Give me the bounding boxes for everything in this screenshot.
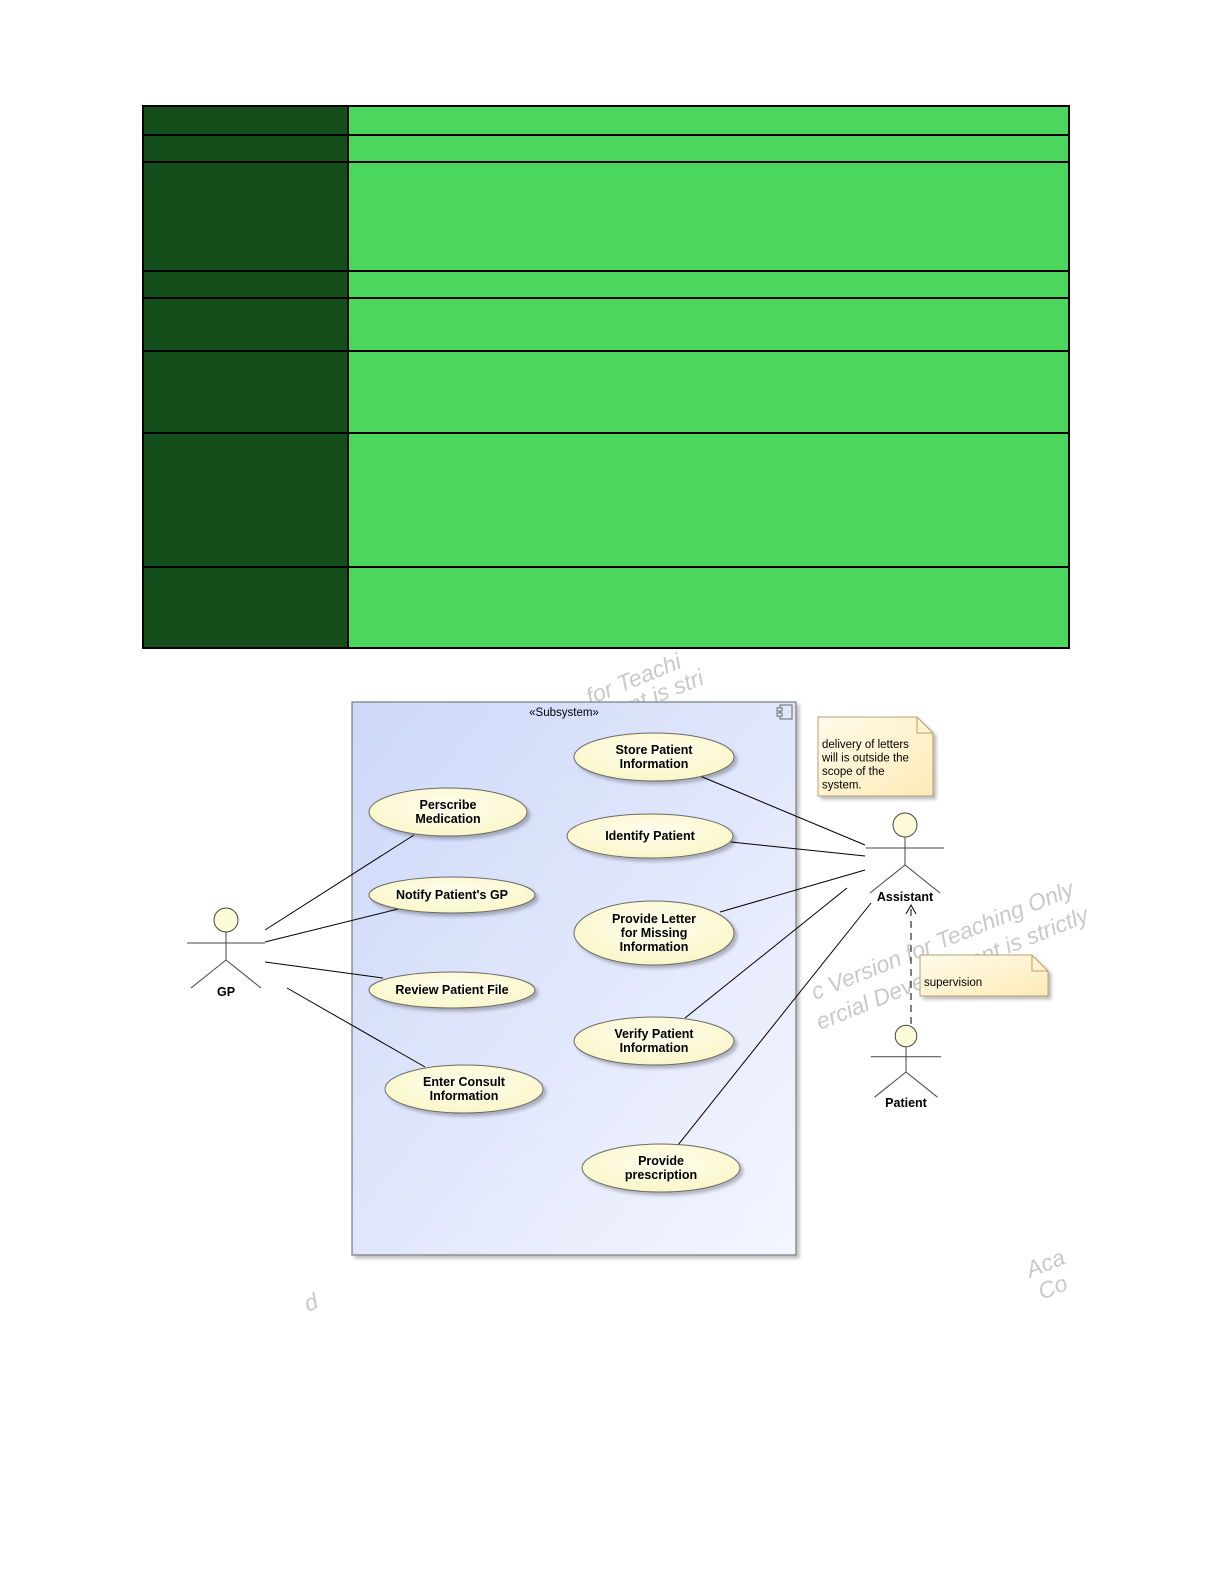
actor-name: Patient — [885, 1096, 928, 1110]
use-case-ellipse[interactable] — [573, 1016, 735, 1066]
table-value-cell — [347, 350, 1070, 434]
table-label-cell — [142, 350, 349, 434]
use-case-label: Verify Patient — [614, 1027, 694, 1041]
actor-name: Assistant — [877, 890, 934, 904]
table-value-cell — [347, 161, 1070, 272]
table-label-cell — [142, 105, 349, 136]
table-row — [142, 566, 1070, 649]
svg-text:d: d — [300, 1287, 323, 1316]
use-case-label: Review Patient File — [395, 983, 508, 997]
assoc-gp-perscribe — [264, 834, 415, 931]
table-value-cell — [347, 297, 1070, 352]
table-label-cell — [142, 270, 349, 299]
table-row — [142, 297, 1070, 352]
use-case-label: Information — [430, 1089, 499, 1103]
use-case-ellipse[interactable] — [368, 787, 528, 837]
use-case-label: Information — [620, 940, 689, 954]
note-line: system. — [822, 780, 862, 792]
assoc-gp-review — [264, 961, 384, 979]
table-row — [142, 161, 1070, 272]
assoc-gp-notify — [264, 908, 399, 943]
use-case-diagram: for Teachi ent is stri c Version for Tea… — [187, 650, 1093, 1317]
table-label-cell — [142, 432, 349, 568]
table-value-cell — [347, 432, 1070, 568]
use-case-ellipse[interactable] — [566, 813, 734, 859]
table-row — [142, 432, 1070, 568]
table-label-cell — [142, 161, 349, 272]
table-label-cell — [142, 297, 349, 352]
use-case-ellipse[interactable] — [581, 1143, 741, 1193]
use-case-label: Medication — [415, 812, 480, 826]
use-case-label: Perscribe — [420, 798, 477, 812]
component-icon — [776, 704, 793, 720]
note-line: supervision — [924, 977, 982, 989]
table-row — [142, 350, 1070, 434]
table-value-cell — [347, 134, 1070, 163]
use-case-identify[interactable]: Identify Patient — [566, 813, 734, 859]
actor-limb — [225, 959, 262, 989]
note-line: will is outside the — [821, 753, 909, 765]
use-case-label: Provide — [638, 1154, 684, 1168]
use-case-ellipse[interactable] — [368, 876, 536, 914]
assoc-assistant-verify — [684, 887, 848, 1019]
assoc-assistant-identify — [730, 841, 866, 857]
note-line: delivery of letters — [822, 739, 909, 751]
supervision-dependency — [905, 903, 917, 1024]
use-case-ellipse[interactable] — [573, 900, 735, 966]
use-case-label: Enter Consult — [423, 1075, 506, 1089]
actor-limb — [874, 1071, 907, 1098]
use-case-label: Information — [620, 1041, 689, 1055]
table-label-cell — [142, 134, 349, 163]
subsystem-stereotype: «Subsystem» — [529, 707, 599, 719]
assoc-gp-consult — [286, 987, 426, 1068]
use-case-ellipse[interactable] — [573, 732, 735, 782]
note-delivery: delivery of letters will is outside thesc… — [817, 716, 934, 797]
actor-head — [213, 907, 239, 933]
use-case-notify[interactable]: Notify Patient's GP — [368, 876, 536, 914]
use-case-label: Notify Patient's GP — [396, 888, 508, 902]
use-case-label: Identify Patient — [605, 829, 695, 843]
table-row — [142, 270, 1070, 299]
table-value-cell — [347, 566, 1070, 649]
note-supervision: supervision — [919, 954, 1049, 997]
actor-gp[interactable]: GP — [187, 907, 265, 999]
use-case-label: prescription — [625, 1168, 697, 1182]
actor-name: GP — [217, 985, 235, 999]
actor-limb — [869, 864, 906, 894]
actor-patient[interactable]: Patient — [870, 1024, 942, 1110]
use-case-ellipse[interactable] — [368, 971, 536, 1009]
use-case-label: Store Patient — [615, 743, 693, 757]
note-line: scope of the — [822, 766, 885, 778]
use-case-label: Provide Letter — [612, 912, 696, 926]
assoc-assistant-letter — [719, 869, 866, 913]
table-row — [142, 134, 1070, 163]
table-label-cell — [142, 566, 349, 649]
actor-limb — [904, 864, 941, 894]
assoc-assistant-store — [699, 775, 866, 846]
use-case-label: for Missing — [621, 926, 688, 940]
associations — [264, 775, 872, 1146]
use-case-ellipse[interactable] — [384, 1064, 544, 1114]
assoc-assistant-prescription — [677, 902, 872, 1146]
table-value-cell — [347, 105, 1070, 136]
use-case-review[interactable]: Review Patient File — [368, 971, 536, 1009]
actor-limb — [190, 959, 227, 989]
actor-head — [894, 1024, 918, 1048]
actor-limb — [905, 1071, 938, 1098]
actor-head — [892, 812, 918, 838]
use-case-label: Information — [620, 757, 689, 771]
info-table — [142, 105, 1070, 649]
actor-assistant[interactable]: Assistant — [866, 812, 944, 904]
table-value-cell — [347, 270, 1070, 299]
table-row — [142, 105, 1070, 136]
